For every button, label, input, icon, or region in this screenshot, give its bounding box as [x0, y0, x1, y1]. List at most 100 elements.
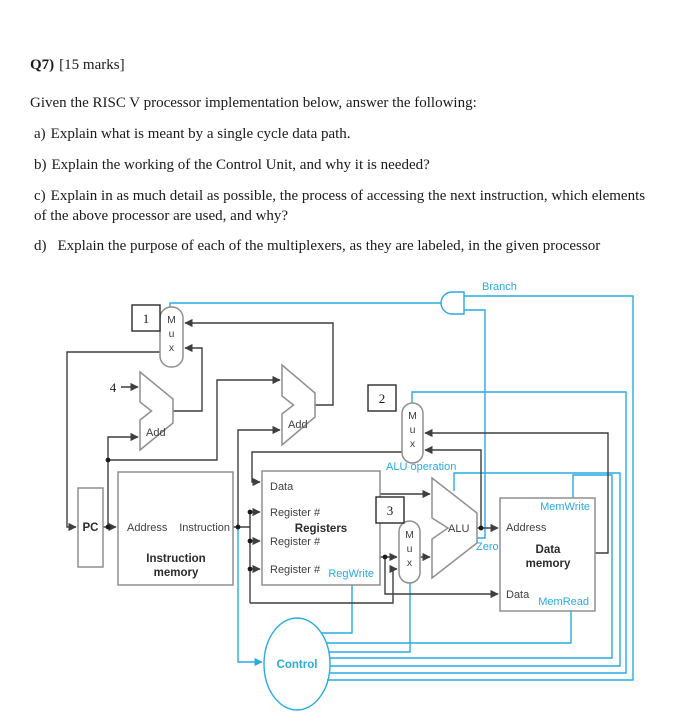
imem-address-port: Address	[127, 522, 168, 534]
wire-add1-to-mux1	[173, 343, 203, 412]
dot-readdata2	[382, 554, 388, 560]
memread-label: MemRead	[538, 596, 589, 608]
data-memory-block	[499, 497, 596, 612]
wire-memread	[326, 611, 572, 644]
mux3	[398, 520, 421, 584]
mux2-number-box	[367, 384, 397, 412]
reg-data-port: Data	[270, 481, 294, 493]
control-label: Control	[277, 659, 318, 671]
item-d-label: d)	[34, 238, 47, 254]
wire-mux3-select	[329, 583, 411, 653]
item-b-text: Explain the working of the Control Unit,…	[51, 157, 430, 173]
question-intro: Given the RISC V processor implementatio…	[30, 95, 477, 111]
pc-label: PC	[83, 522, 99, 534]
wire-regwrite	[321, 585, 353, 634]
wire-dmem-out-to-mux2	[424, 428, 609, 554]
branch-label: Branch	[482, 281, 517, 293]
dot-regnum2	[247, 538, 253, 544]
wire-pc-to-add1	[107, 432, 139, 527]
imem-title-1: Instruction	[146, 553, 205, 565]
item-c-text: Explain in as much detail as possible, t…	[34, 188, 646, 224]
junction-dots	[105, 457, 484, 572]
wire-memwrite	[330, 474, 613, 659]
item-a-label: a)	[34, 126, 46, 142]
mux2-number: 2	[379, 391, 386, 406]
constant-four: 4	[110, 380, 117, 395]
wire-mux2-select	[329, 391, 627, 674]
dmem-address-port: Address	[506, 522, 547, 534]
wire-offset-to-add2	[237, 425, 281, 527]
mux3-letter-m: M	[405, 529, 414, 541]
question-item-d: d) Explain the purpose of each of the mul…	[34, 237, 649, 257]
instruction-memory-block	[117, 471, 234, 586]
data-wires	[66, 318, 609, 604]
imem-title-2: memory	[154, 567, 199, 579]
item-c-label: c)	[34, 188, 46, 204]
mux1-letter-m: M	[167, 314, 176, 326]
control-unit	[263, 617, 331, 711]
item-a-text: Explain what is meant by a single cycle …	[50, 126, 351, 142]
question-marks: [15 marks]	[59, 57, 125, 73]
add2-label: Add	[288, 419, 308, 431]
question-item-b: b)Explain the working of the Control Uni…	[34, 156, 649, 176]
mux1-letter-u: u	[169, 328, 175, 340]
add1-label: Add	[146, 427, 166, 439]
mux3-letter-u: u	[407, 543, 413, 555]
question-header: Q7)[15 marks]	[30, 56, 125, 76]
add-pc4-unit	[139, 370, 174, 452]
wire-and-to-mux1-select	[169, 302, 441, 307]
dmem-data-port: Data	[506, 589, 530, 601]
item-d-text: Explain the purpose of each of the multi…	[57, 238, 601, 254]
wire-instruction-to-control	[237, 527, 263, 667]
wire-add2-to-mux1	[184, 318, 334, 406]
mux3-number: 3	[387, 503, 394, 518]
wire-aluresult-to-mux2	[424, 445, 482, 528]
alu-unit	[431, 476, 478, 580]
dot-regnum1	[247, 509, 253, 515]
item-b-label: b)	[34, 157, 47, 173]
mux2-letter-x: x	[410, 438, 416, 450]
zero-label: Zero	[476, 541, 499, 553]
mux1-number-box	[131, 304, 161, 332]
mux3-letter-x: x	[407, 557, 413, 569]
mux2	[401, 402, 424, 464]
pc-block	[77, 487, 104, 568]
dot-regnum3	[247, 566, 253, 572]
wire-branch	[327, 295, 634, 681]
memwrite-label: MemWrite	[540, 501, 590, 513]
mux3-number-box	[375, 496, 405, 524]
reg-num-port-2: Register #	[270, 536, 321, 548]
mux1	[159, 306, 184, 368]
wire-readdata2-to-dmem	[384, 557, 499, 599]
mux1-number: 1	[143, 311, 150, 326]
mux1-letter-x: x	[169, 342, 175, 354]
registers-block	[261, 470, 381, 586]
dmem-title-2: memory	[526, 558, 571, 570]
reg-num-port-3: Register #	[270, 564, 321, 576]
regwrite-label: RegWrite	[328, 568, 374, 580]
alu-operation-label: ALU operation	[386, 461, 456, 473]
alu-label: ALU	[448, 523, 469, 535]
reg-num-port-1: Register #	[270, 507, 321, 519]
wire-alu-operation	[330, 472, 621, 667]
question-number: Q7)	[30, 57, 55, 73]
imem-instruction-port: Instruction	[179, 522, 230, 534]
dot-pc-out	[105, 524, 111, 530]
registers-title: Registers	[295, 523, 347, 535]
wire-mux1-to-pc	[66, 351, 160, 532]
control-wires	[169, 295, 634, 681]
dot-alu-result	[478, 525, 484, 531]
wire-zero	[464, 309, 486, 539]
dmem-title-1: Data	[536, 544, 562, 556]
mux2-letter-m: M	[408, 410, 417, 422]
dot-pc-branch	[105, 457, 111, 463]
question-item-c: c)Explain in as much detail as possible,…	[34, 187, 651, 227]
mux2-letter-u: u	[410, 424, 416, 436]
branch-and-gate	[440, 291, 465, 315]
wire-offset-to-mux3	[250, 564, 398, 604]
dot-instruction	[235, 524, 241, 530]
question-item-a: a)Explain what is meant by a single cycl…	[34, 125, 649, 145]
wire-mux2-to-reg-data	[251, 451, 402, 487]
